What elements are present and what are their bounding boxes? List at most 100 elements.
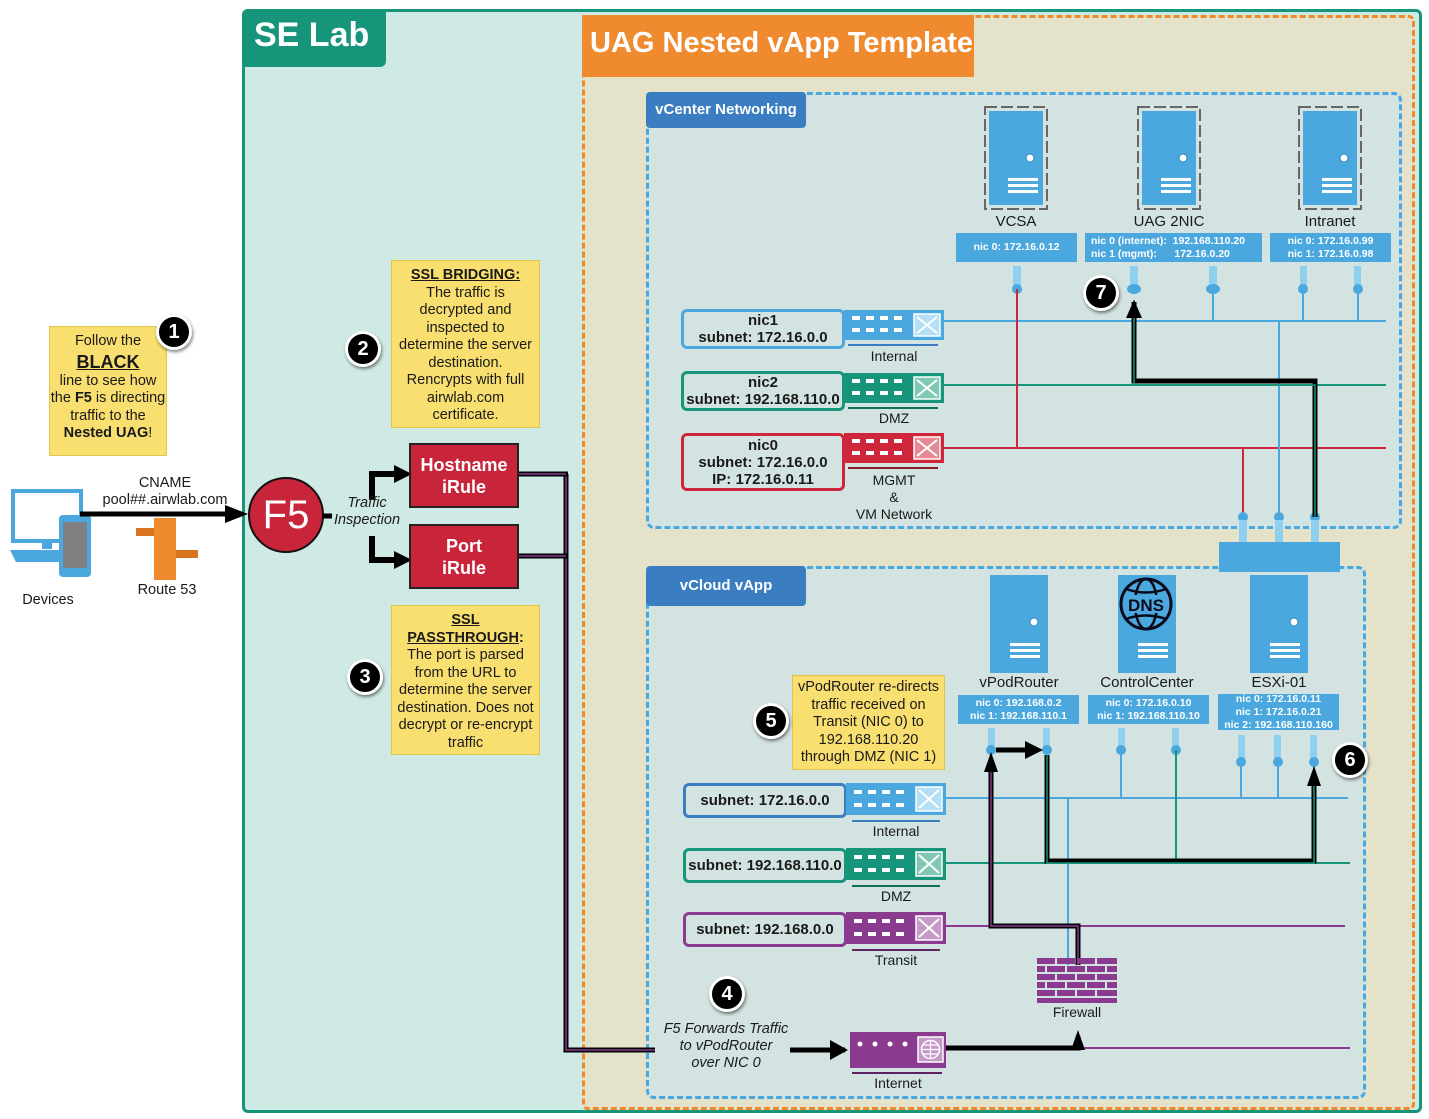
- note-line: through DMZ (NIC 1): [800, 749, 937, 765]
- step-badge-4: 4: [709, 976, 745, 1012]
- nic-line: nic 1 (mgmt): 172.16.0.20: [1091, 247, 1230, 260]
- irule-label: Port: [446, 535, 482, 556]
- nic-line: nic 0: 172.16.0.99: [1287, 234, 1374, 247]
- network-line: subnet: 192.168.0.0: [696, 921, 834, 938]
- traffic-inspection-arrows: [322, 465, 412, 569]
- switch-icon-dmz: [844, 373, 944, 409]
- vcloud-switch-icons: [846, 783, 946, 951]
- step-badge-1: 1: [156, 314, 192, 350]
- firewall-icon[interactable]: [1037, 958, 1117, 1004]
- note-emphasis: BLACK: [76, 351, 140, 372]
- vcloud-network-internal[interactable]: subnet: 172.16.0.0: [683, 783, 847, 818]
- switch-label-dmz: DMZ: [878, 410, 910, 426]
- server-icon: [984, 106, 1048, 210]
- switch-label-line: &: [889, 489, 899, 505]
- internet-router-icon[interactable]: [850, 1032, 946, 1078]
- note-line: airwlab.com: [426, 389, 505, 406]
- note-text: the: [50, 390, 75, 406]
- note-text: Nested UAG!: [50, 425, 166, 443]
- traffic-path-firewall-to-vpodrouter: [988, 766, 1081, 965]
- network-line: IP: 172.16.0.11: [712, 470, 814, 488]
- esxi-host-bridge: [1219, 542, 1340, 572]
- note-line: destination.: [428, 354, 503, 371]
- note-line: decrypt or re-encrypt: [398, 717, 533, 733]
- note-text: !: [148, 425, 153, 441]
- vcenter-network-nic1[interactable]: nic1 subnet: 172.16.0.0: [681, 309, 845, 349]
- switch-icon-dmz: [846, 848, 946, 887]
- arrow-to-uag: [1126, 300, 1142, 318]
- note-line: certificate.: [432, 407, 499, 423]
- server-name: UAG 2NIC: [1133, 213, 1205, 230]
- hostname-irule[interactable]: Hostname iRule: [409, 443, 519, 508]
- traffic-path-vpodrouter-to-esxi: [1044, 755, 1317, 864]
- nic-line: nic 0 (internet): 192.168.110.20: [1091, 234, 1246, 247]
- nic-line: nic 1: 192.168.110.1: [970, 709, 1067, 722]
- vcenter-network-nic2[interactable]: nic2 subnet: 192.168.110.0: [681, 371, 845, 411]
- note-text: Nested UAG: [63, 425, 149, 441]
- step4-label: F5 Forwards Traffic to vPodRouter over N…: [655, 1021, 797, 1072]
- note-line: Transit (NIC 0) to: [813, 714, 924, 730]
- switch-label-mgmt: MGMT & VM Network: [844, 472, 944, 523]
- note-title: PASSTHROUGH:: [407, 629, 524, 646]
- devices-icon: [10, 489, 91, 577]
- vcloud-server-drops: [986, 728, 1319, 965]
- traffic-inspection-line: Traffic: [347, 495, 387, 511]
- note-line: from the URL to: [414, 664, 517, 681]
- switch-icon-internal: [844, 310, 944, 346]
- server-name: ControlCenter: [1100, 674, 1194, 691]
- vcenter-network-nic0[interactable]: nic0 subnet: 172.16.0.0 IP: 172.16.0.11: [681, 433, 845, 491]
- esxi-uplinks: [1238, 321, 1320, 542]
- f5-load-balancer[interactable]: F5: [248, 477, 324, 553]
- nic-line: nic 1: 192.168.110.10: [1097, 709, 1200, 722]
- port-irule[interactable]: Port iRule: [409, 524, 519, 589]
- cname-label: CNAME: [138, 475, 192, 491]
- vcloud-network-transit[interactable]: subnet: 192.168.0.0: [683, 912, 847, 947]
- traffic-inspection-line: Inspection: [333, 512, 401, 528]
- step4-line: over NIC 0: [691, 1055, 761, 1071]
- se-lab-title: SE Lab: [242, 9, 386, 67]
- note-follow-black: Follow the BLACK line to see how the F5 …: [49, 326, 167, 456]
- note-line: traffic received on: [811, 696, 926, 713]
- step-badge-6: 6: [1332, 742, 1368, 778]
- network-line: nic2: [747, 374, 778, 391]
- server-icon: [1298, 106, 1362, 210]
- traffic-path-vcenter: [1131, 302, 1318, 517]
- network-line: subnet: 192.168.110.0: [688, 857, 842, 874]
- server-nic-info: nic 0: 172.16.0.99 nic 1: 172.16.0.98: [1270, 233, 1391, 262]
- note-line: 192.168.110.20: [818, 731, 919, 748]
- route53-icon: [136, 518, 198, 580]
- note-text: line to see how: [59, 372, 157, 389]
- note-text: is directing: [91, 390, 166, 406]
- switch-label-dmz: DMZ: [880, 888, 912, 904]
- firewall-label: Firewall: [1052, 1004, 1102, 1020]
- server-nic-info: nic 0: 172.16.0.12: [956, 233, 1077, 262]
- network-line: subnet: 172.16.0.0: [698, 329, 828, 346]
- switch-label-line: MGMT: [872, 472, 916, 488]
- note-ssl-passthrough: SSL PASSTHROUGH: The port is parsed from…: [391, 605, 540, 755]
- note-line: determine the server: [399, 337, 532, 353]
- vcloud-network-dmz[interactable]: subnet: 192.168.110.0: [683, 848, 847, 883]
- note-text: traffic to the: [70, 407, 146, 424]
- server-nic-info: nic 0: 172.16.0.11 nic 1: 172.16.0.21 ni…: [1218, 693, 1339, 731]
- network-line: nic1: [747, 312, 778, 329]
- switch-label-line: VM Network: [855, 506, 933, 522]
- switch-label-internal: Internal: [870, 348, 918, 364]
- traffic-inspection-label: Traffic Inspection: [330, 495, 404, 529]
- nic-line: nic 0: 172.16.0.12: [973, 241, 1060, 253]
- switch-icon-internal: [846, 783, 946, 822]
- switch-icon-transit: [846, 912, 946, 951]
- irule-label: Hostname: [420, 454, 508, 475]
- server-icon: [1250, 575, 1308, 673]
- dns-label: DNS: [1128, 596, 1164, 615]
- vcenter-switch-icons: [844, 310, 944, 409]
- server-nic-info: nic 0: 172.16.0.10 nic 1: 192.168.110.10: [1088, 695, 1209, 724]
- note-line: traffic: [447, 734, 484, 751]
- network-line: subnet: 172.16.0.0: [700, 792, 830, 809]
- server-nic-info: nic 0 (internet): 192.168.110.20 nic 1 (…: [1085, 233, 1262, 262]
- note-title-text: SSL BRIDGING: [410, 267, 516, 283]
- step-badge-5: 5: [753, 703, 789, 739]
- switch-label-internal: Internal: [872, 823, 920, 839]
- server-name: VCSA: [995, 213, 1037, 230]
- cname-arrow: [80, 505, 248, 523]
